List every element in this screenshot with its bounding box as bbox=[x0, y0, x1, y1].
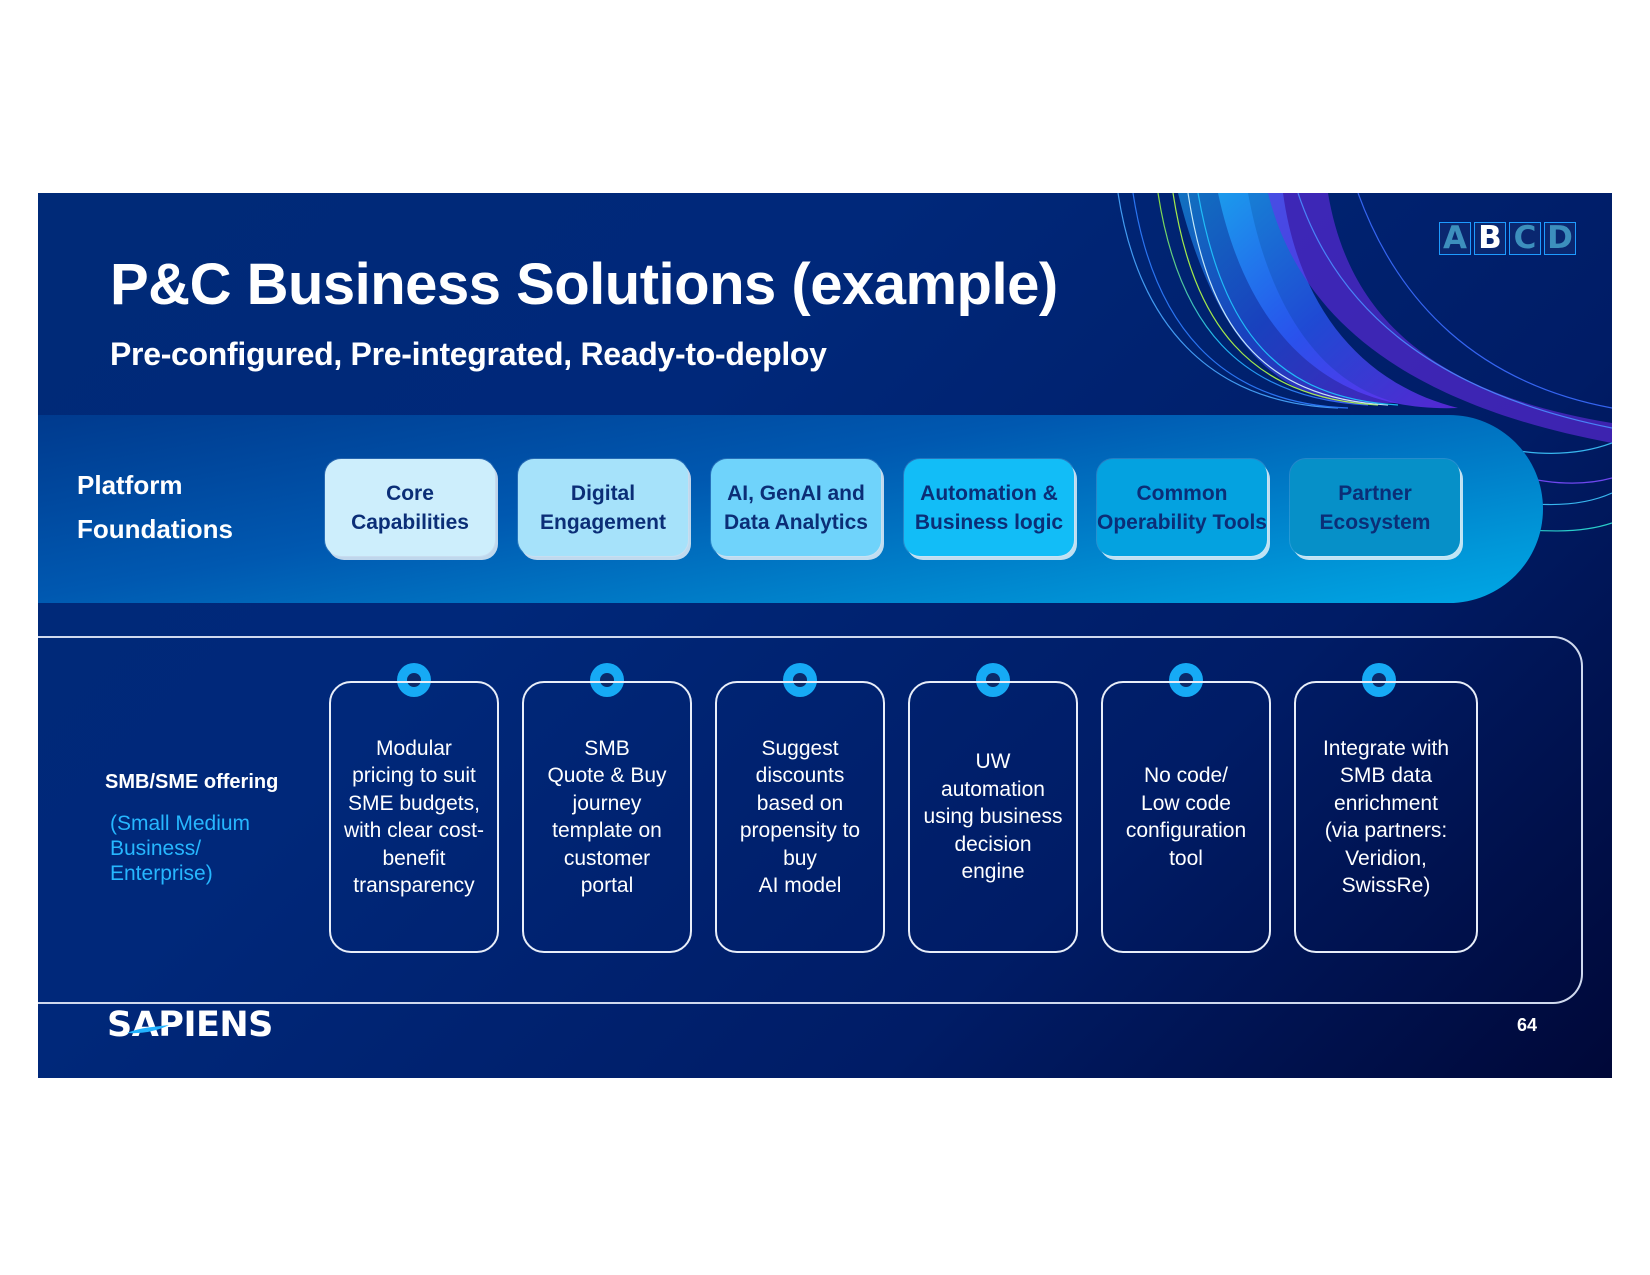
offering-subtitle: (Small Medium Business/ Enterprise) bbox=[110, 811, 250, 886]
card-text-line: Integrate with bbox=[1322, 736, 1450, 760]
pill-label: Business logic bbox=[914, 510, 1064, 534]
page-number: 64 bbox=[1517, 1015, 1538, 1035]
offering-card[interactable]: No code/Low code configuration tool bbox=[1101, 681, 1271, 953]
card-text-line: discounts bbox=[755, 764, 845, 787]
card-text-line: SMB data bbox=[1339, 764, 1433, 787]
offering-card[interactable]: Suggest discounts based on propensity to buy… bbox=[715, 681, 885, 953]
card-text-line: based on bbox=[756, 791, 844, 815]
pill-label: Data Analytics bbox=[724, 510, 868, 534]
card-text-line: (via partners: bbox=[1324, 819, 1448, 842]
card-text-line: portal bbox=[580, 874, 634, 897]
card-text-line: using business bbox=[923, 805, 1063, 829]
card-text-line: template on bbox=[552, 819, 662, 842]
card-pin-icon bbox=[1362, 663, 1396, 697]
pill-label: Core bbox=[386, 481, 434, 505]
card-pin-icon bbox=[783, 663, 817, 697]
card-text-line: Low code bbox=[1141, 791, 1231, 815]
logo-letter: A bbox=[1439, 222, 1471, 255]
card-text: Suggest discounts based on propensity to buy… bbox=[740, 735, 860, 900]
smb-offering-container bbox=[38, 636, 1583, 1004]
pill-label: AI, GenAI and bbox=[727, 481, 865, 505]
logo-letter: B bbox=[1474, 222, 1506, 255]
card-pin-icon bbox=[397, 663, 431, 697]
card-text-line: pricing to suit bbox=[352, 764, 476, 787]
card-text-line: tool bbox=[1169, 846, 1203, 870]
card-text-line: SMB bbox=[584, 736, 630, 760]
pill-label: Automation & bbox=[920, 481, 1058, 505]
card-text-line: SwissRe) bbox=[1341, 874, 1431, 897]
card-text-line: engine bbox=[961, 860, 1025, 884]
card-text-line: SME budgets, bbox=[348, 791, 480, 815]
subtitle-line: Enterprise) bbox=[110, 862, 213, 885]
card-text-line: transparency bbox=[353, 874, 475, 897]
card-text-line: buy bbox=[783, 846, 817, 870]
card-text: UW automation using business decision engine bbox=[924, 748, 1063, 886]
offering-title: SMB/SME offering bbox=[105, 771, 279, 793]
card-text-line: propensity to bbox=[739, 819, 861, 842]
pill-label: Partner bbox=[1338, 481, 1412, 505]
pill-label: Operability Tools bbox=[1097, 510, 1267, 534]
card-pin-icon bbox=[1169, 663, 1203, 697]
card-text-line: journey bbox=[572, 791, 642, 815]
card-text-line: Veridion, bbox=[1345, 846, 1427, 870]
offering-card[interactable]: SMB Quote & Buy journey template on customer… bbox=[522, 681, 692, 953]
offering-card[interactable]: UW automation using business decision engine bbox=[908, 681, 1078, 953]
pill-label: Capabilities bbox=[351, 510, 469, 534]
platform-foundations-label: Platform Foundations bbox=[77, 463, 233, 551]
card-text-line: customer bbox=[563, 846, 651, 870]
card-text-line: configuration bbox=[1125, 819, 1247, 842]
card-text-line: automation bbox=[941, 777, 1045, 801]
subtitle-line: Business/ bbox=[110, 837, 202, 860]
card-pin-icon bbox=[976, 663, 1010, 697]
slide-title: P&C Business Solutions (example) bbox=[110, 252, 1058, 317]
sapiens-logo: SAPIENS bbox=[107, 1005, 273, 1045]
pill-label: Common bbox=[1136, 481, 1228, 505]
label-line: Platform bbox=[77, 470, 183, 500]
pill-label: Ecosystem bbox=[1319, 510, 1431, 534]
card-text: SMB Quote & Buy journey template on customer… bbox=[547, 735, 666, 900]
card-text-line: AI model bbox=[758, 874, 842, 897]
card-text-line: UW bbox=[975, 750, 1011, 774]
card-text: No code/Low code configuration tool bbox=[1126, 762, 1246, 872]
card-text-line: No code/ bbox=[1143, 764, 1229, 787]
card-text-line: enrichment bbox=[1334, 791, 1438, 815]
card-text-line: with clear cost- bbox=[343, 819, 485, 842]
logo-letter: C bbox=[1509, 222, 1541, 255]
pill-automation-business-logic[interactable]: Automation & Business logic bbox=[904, 459, 1074, 556]
pill-label: Engagement bbox=[539, 510, 667, 534]
abcd-logo: A B C D bbox=[1439, 222, 1576, 255]
card-text-line: decision bbox=[954, 832, 1032, 856]
pill-label: Digital bbox=[570, 481, 636, 505]
card-pin-icon bbox=[590, 663, 624, 697]
card-text-line: Quote & Buy bbox=[547, 764, 667, 787]
slide-subtitle: Pre-configured, Pre-integrated, Ready-to… bbox=[110, 336, 827, 372]
card-text-line: Modular bbox=[376, 736, 452, 760]
brand-text: SAPIENS bbox=[107, 1005, 273, 1045]
logo-letter: D bbox=[1544, 222, 1576, 255]
card-text-line: benefit bbox=[382, 846, 446, 870]
subtitle-line: (Small Medium bbox=[110, 812, 251, 835]
card-text-line: Suggest bbox=[761, 736, 839, 760]
label-line: Foundations bbox=[77, 514, 233, 544]
logo-swoosh-icon bbox=[127, 1025, 169, 1034]
slide: P&C Business Solutions (example) Pre-con… bbox=[38, 193, 1612, 1078]
